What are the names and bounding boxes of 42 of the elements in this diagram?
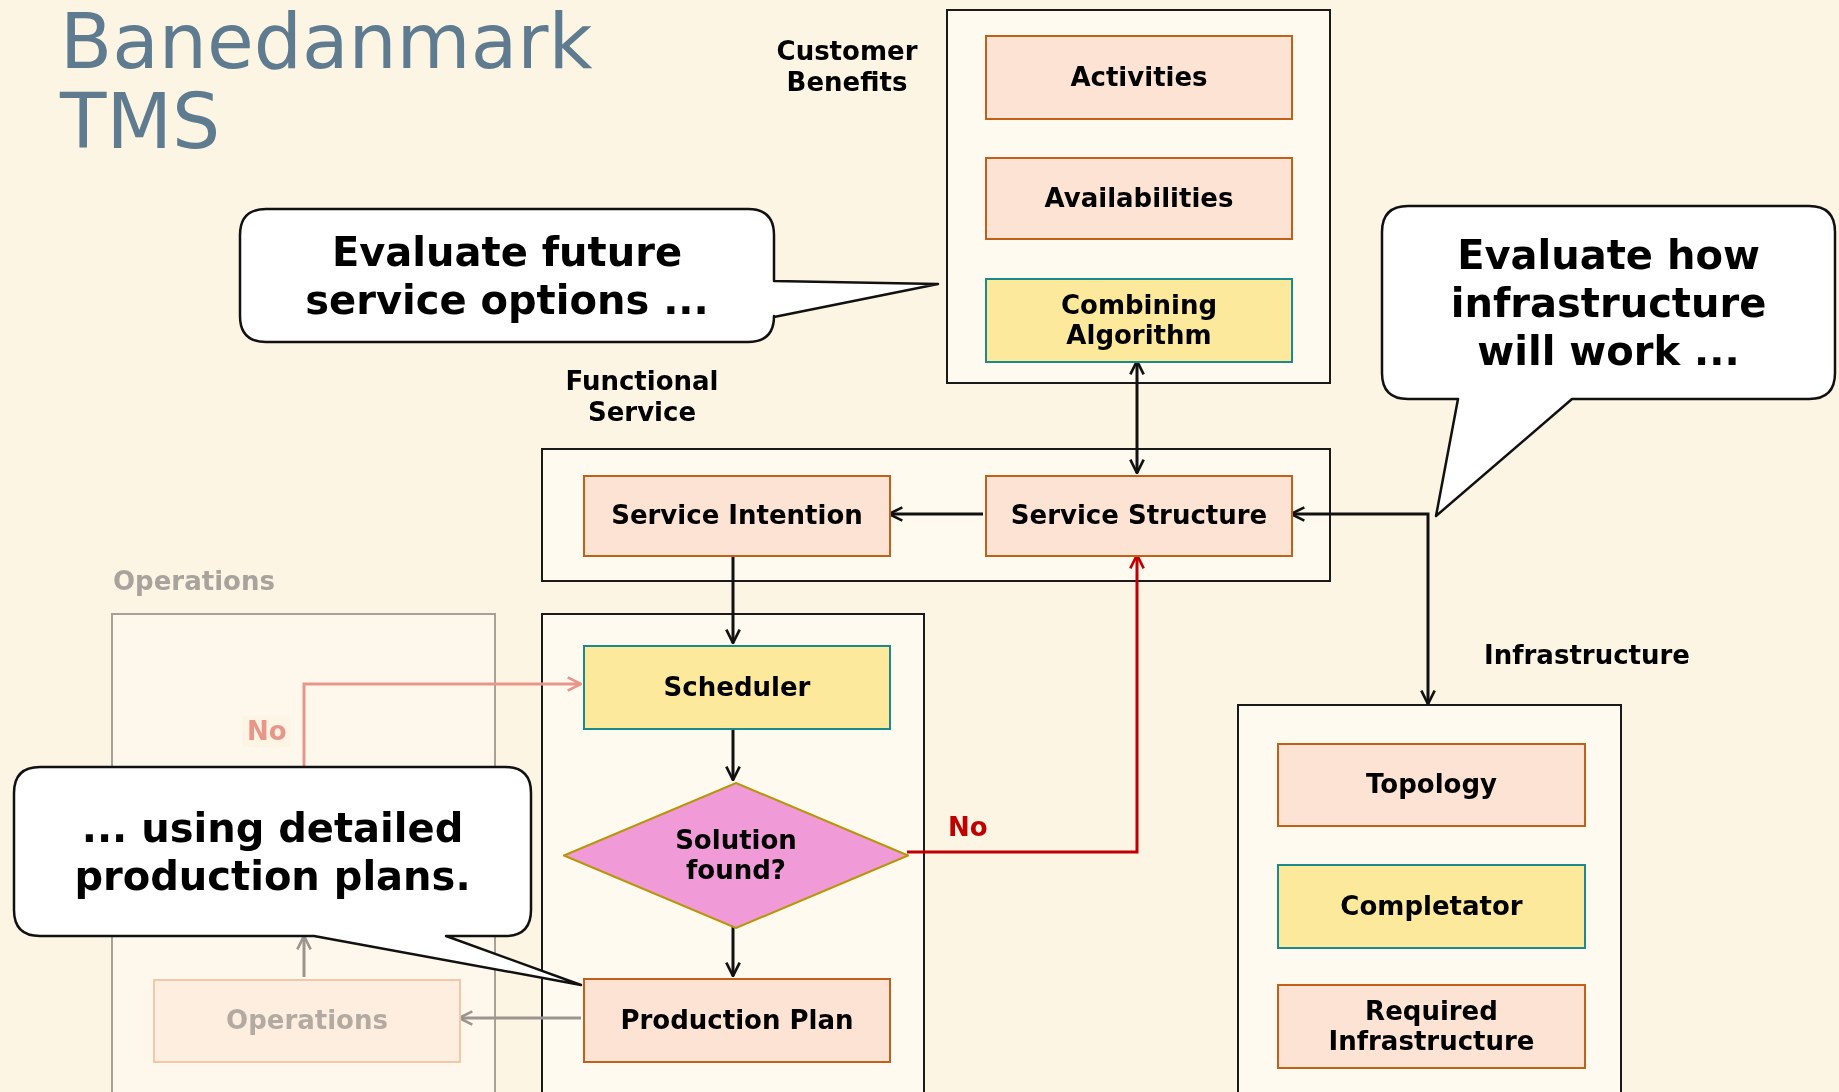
box-label: Activities bbox=[1070, 62, 1208, 93]
box-label: Topology bbox=[1366, 770, 1497, 800]
arrow bbox=[725, 927, 741, 978]
bubble-text: Evaluate future service options ... bbox=[304, 227, 710, 324]
algorithm-box bbox=[1277, 864, 1586, 949]
decision-diamond bbox=[563, 782, 909, 929]
process-box bbox=[1277, 984, 1586, 1069]
speech-bubble bbox=[1382, 206, 1835, 518]
page-title: Banedanmark TMS bbox=[60, 2, 594, 162]
bubble-text: Evaluate how infrastructure will work ... bbox=[1449, 230, 1768, 375]
speech-bubble bbox=[240, 209, 940, 342]
algorithm-box bbox=[985, 278, 1293, 363]
arrow bbox=[725, 728, 741, 782]
box-label: Production Plan bbox=[620, 1005, 854, 1036]
algorithm-box bbox=[583, 645, 891, 730]
box-label: Service Intention bbox=[611, 501, 863, 531]
decision-label: Solution found? bbox=[674, 825, 798, 886]
group-heading: Infrastructure bbox=[1483, 640, 1691, 672]
process-box bbox=[985, 157, 1293, 240]
arrow bbox=[296, 934, 312, 977]
arrow bbox=[725, 555, 741, 645]
process-box bbox=[153, 979, 461, 1063]
box-label: Service Structure bbox=[1010, 501, 1268, 531]
process-box bbox=[985, 475, 1293, 557]
edge-label: No bbox=[243, 716, 291, 748]
group-heading: Functional Service bbox=[564, 366, 720, 429]
arrow bbox=[302, 676, 583, 767]
bubble-text: ... using detailed production plans. bbox=[73, 803, 472, 900]
box-label: Availabilities bbox=[1044, 183, 1234, 214]
box-label: Required Infrastructure bbox=[1327, 996, 1536, 1057]
group-heading: Operations bbox=[113, 566, 276, 598]
box-label: Scheduler bbox=[663, 672, 811, 703]
box-label: Operations bbox=[226, 1006, 388, 1036]
box-label: Completator bbox=[1340, 891, 1523, 922]
group-frame bbox=[541, 613, 925, 1092]
process-box bbox=[1277, 743, 1586, 827]
speech-bubble bbox=[14, 767, 583, 987]
box-label: Combining Algorithm bbox=[1059, 290, 1219, 351]
group-heading: Customer Benefits bbox=[775, 36, 919, 99]
process-box bbox=[583, 978, 891, 1063]
process-box bbox=[583, 475, 891, 557]
process-box bbox=[985, 35, 1293, 120]
